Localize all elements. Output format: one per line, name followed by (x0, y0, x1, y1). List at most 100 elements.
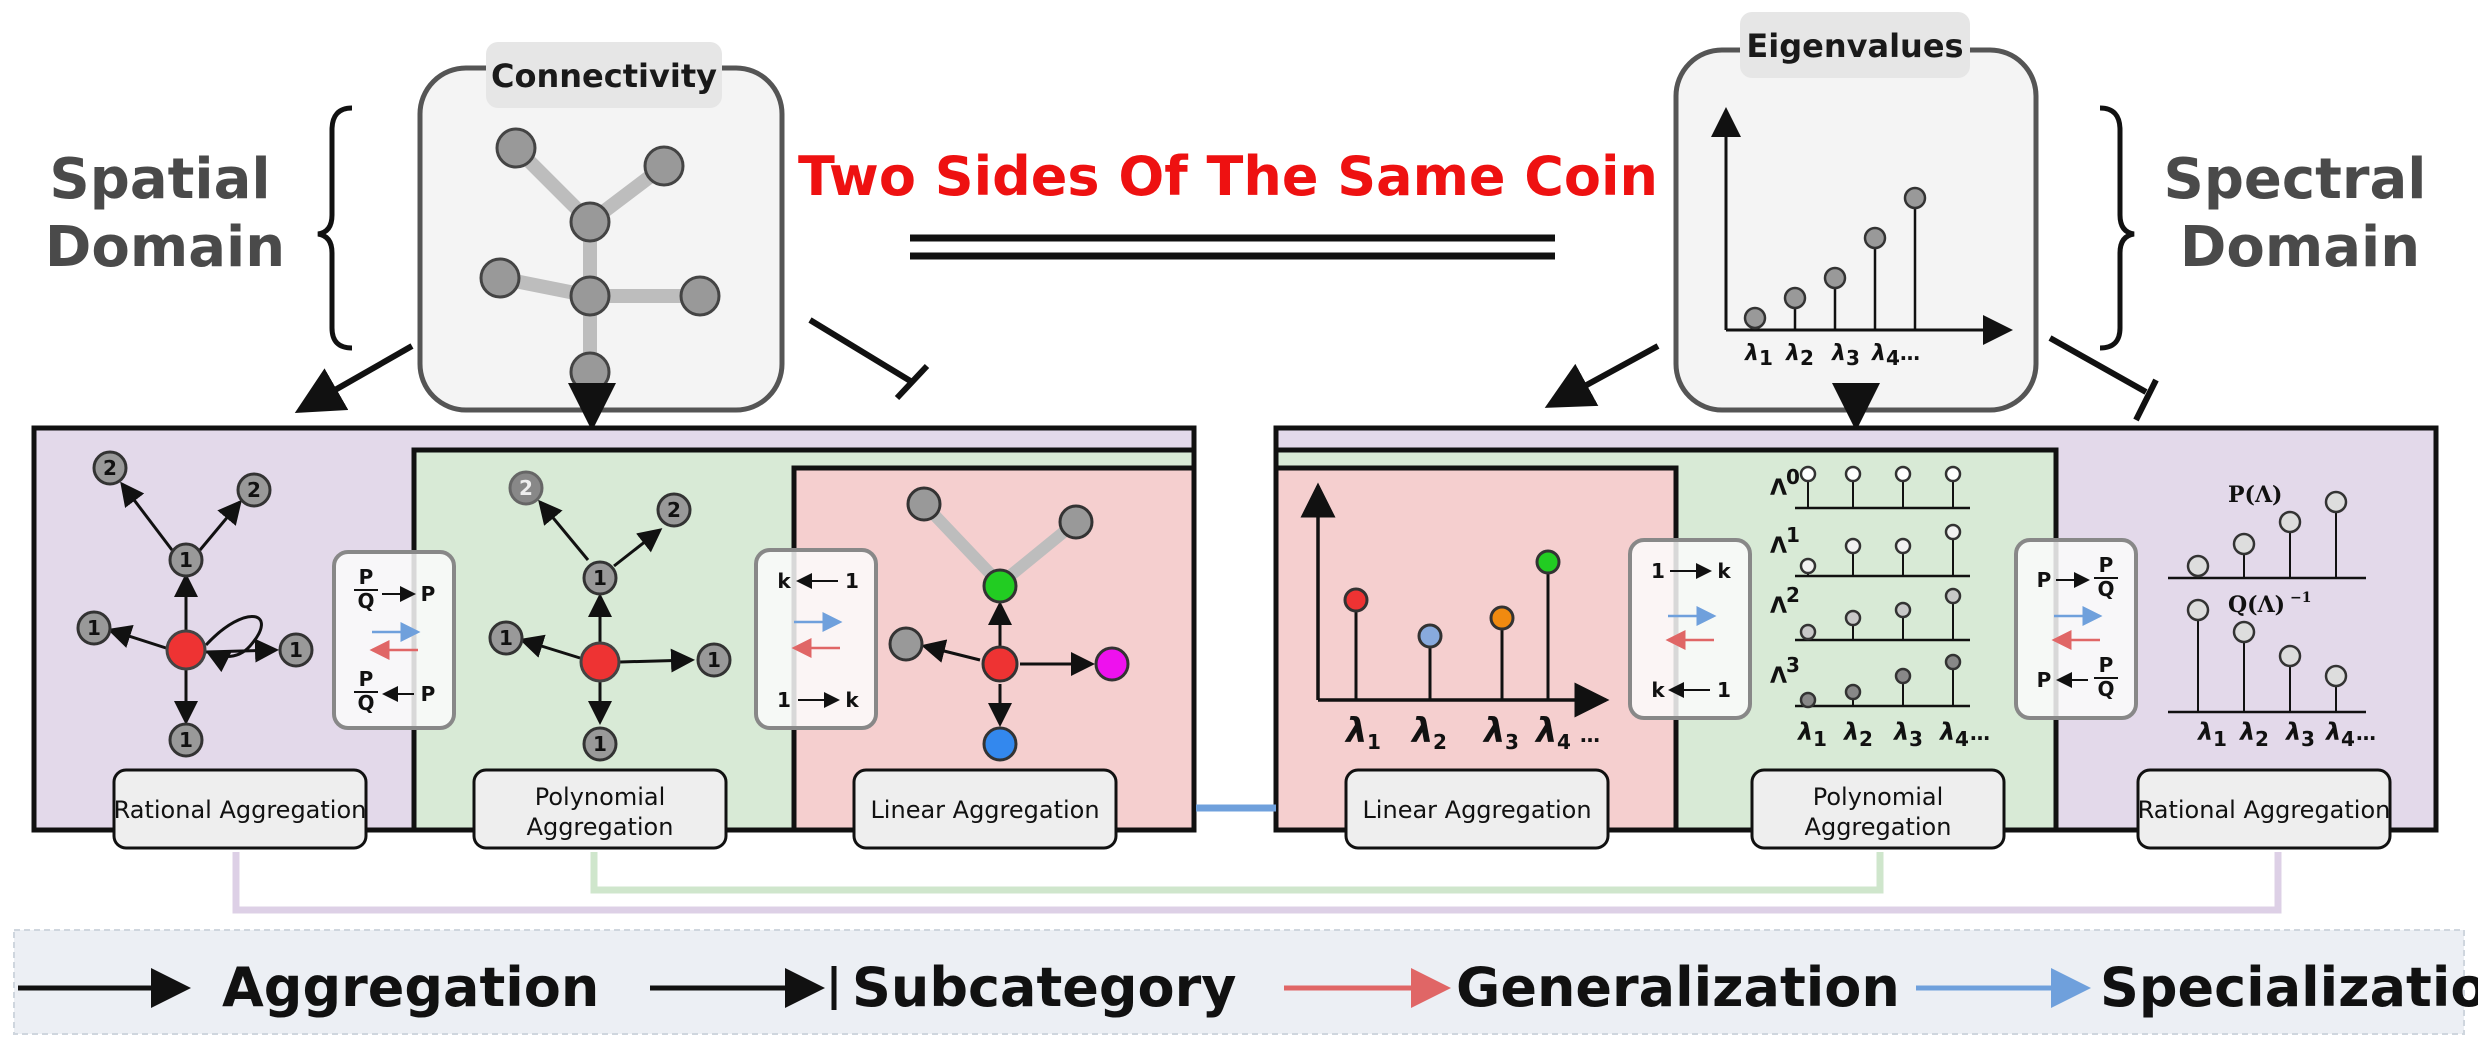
p-of-lambda: P(Λ) (2228, 482, 2282, 508)
top-subcategory-arrows (294, 317, 2159, 443)
lin-s4: 4 (1557, 730, 1571, 754)
node-label: 1 (179, 548, 193, 572)
node-label: 1 (593, 566, 607, 590)
t-p: P (359, 667, 374, 691)
rat-s1: 1 (2213, 727, 2227, 751)
spatial-label-line2: Domain (45, 215, 285, 280)
rat-s4: 4 (2341, 727, 2355, 751)
legend-generalization-label: Generalization (1456, 956, 1900, 1019)
rat-s2: 2 (2255, 727, 2269, 751)
spatial-aggregation-boxes: Rational Aggregation Polynomial Aggregat… (112, 768, 1118, 850)
lin-l1: λ (1344, 711, 1368, 751)
lin-s3: 3 (1505, 730, 1519, 754)
pow3: 3 (1786, 653, 1800, 677)
rat-l3: λ (2284, 718, 2301, 746)
eigenvalues-box: Eigenvalues λ λ λ λ 1 2 3 4 (1673, 12, 2039, 413)
t-p: P (421, 582, 436, 606)
pow0: 0 (1786, 465, 1800, 489)
spatial-poly-agg-label-1: Polynomial (535, 783, 666, 811)
spatial-rational-agg-box (112, 768, 368, 850)
lin-s2: 2 (1433, 730, 1447, 754)
eig-s2: 2 (1800, 346, 1814, 370)
t-1: 1 (1651, 559, 1665, 583)
eig-l3: λ (1831, 341, 1846, 366)
t-k: k (777, 569, 791, 593)
main-title: Two Sides Of The Same Coin (798, 145, 1658, 208)
lin-ellipsis: … (1580, 723, 1600, 747)
t-p: P (2099, 553, 2114, 577)
lin-l3: λ (1482, 711, 1506, 751)
t-p: P (359, 565, 374, 589)
t-k: k (1651, 678, 1665, 702)
t-p: P (2099, 653, 2114, 677)
lin-l2: λ (1410, 711, 1434, 751)
correspondence-connectors (232, 804, 2282, 914)
connectivity-tab-label: Connectivity (491, 57, 717, 95)
spectral-rational-plot: P(Λ) Q(Λ) −1 λ λ λ λ 1 2 3 (2168, 482, 2376, 751)
connectivity-tab (486, 42, 722, 108)
t-1: 1 (777, 688, 791, 712)
lin-l4: λ (1534, 711, 1558, 751)
spatial-rational-agg-label: Rational Aggregation (114, 796, 367, 824)
eig-s3: 3 (1846, 346, 1860, 370)
eig-l2: λ (1785, 341, 1800, 366)
eig-l4: λ (1871, 341, 1886, 366)
spatial-linear-agg-box (852, 768, 1118, 850)
rat-l4: λ (2324, 718, 2341, 746)
node-label: 2 (667, 498, 681, 522)
t-1: 1 (1717, 678, 1731, 702)
connectivity-graph-nodes (479, 127, 721, 393)
spatial-transform-rational-poly: P Q P P Q P (332, 550, 456, 730)
t-k: k (1717, 559, 1731, 583)
poly-s1: 1 (1813, 727, 1827, 751)
node-label: 1 (289, 638, 303, 662)
poly-ellipsis: … (1970, 721, 1990, 745)
eig-ellipsis: … (1900, 341, 1920, 365)
t-p: P (2037, 568, 2052, 592)
spectral-rational-agg-label: Rational Aggregation (2138, 796, 2391, 824)
spatial-linear-graph (888, 486, 1130, 762)
spatial-poly-agg-label-2: Aggregation (527, 813, 674, 841)
node-label: 2 (519, 476, 533, 500)
legend-aggregation-label: Aggregation (222, 956, 599, 1019)
poly-l3: λ (1892, 718, 1909, 746)
poly-l4: λ (1938, 718, 1955, 746)
spectral-linear-plot: λ λ λ λ 1 2 3 4 … (1300, 482, 1610, 754)
spatial-linear-agg-label: Linear Aggregation (870, 796, 1099, 824)
spectral-linear-agg-label: Linear Aggregation (1362, 796, 1591, 824)
t-1: 1 (845, 569, 859, 593)
spectral-poly-agg-box (1750, 768, 2006, 850)
t-q: Q (357, 691, 374, 715)
eigenvalues-tab-label: Eigenvalues (1746, 27, 1963, 65)
spatial-polynomial-graph: 1 2 2 1 1 1 (488, 470, 732, 762)
lambda-cap: Λ (1770, 594, 1787, 619)
lambda-cap: Λ (1770, 534, 1787, 559)
spatial-label-line1: Spatial (49, 147, 270, 212)
spectral-label-line2: Domain (2180, 215, 2420, 280)
connectivity-box: Connectivity (417, 42, 785, 413)
spectral-linear-agg-box (1344, 768, 1610, 850)
rat-s3: 3 (2301, 727, 2315, 751)
spectral-label-line1: Spectral (2164, 147, 2427, 212)
poly-s3: 3 (1909, 727, 1923, 751)
legend-specialization-label: Specialization (2100, 956, 2478, 1019)
spectral-poly-agg-label-1: Polynomial (1813, 783, 1944, 811)
eig-s1: 1 (1759, 346, 1773, 370)
rat-ellipsis: … (2356, 721, 2376, 745)
node-label: 1 (499, 626, 513, 650)
eig-l1: λ (1744, 341, 1759, 366)
t-q: Q (2097, 577, 2114, 601)
lambda-cap: Λ (1770, 664, 1787, 689)
spatial-brace (317, 105, 353, 351)
node-label: 1 (179, 728, 193, 752)
spatial-rational-graph: 1 2 2 1 1 1 (76, 450, 314, 758)
node-label: 2 (247, 478, 261, 502)
legend-bar: Aggregation Subcategory Generalization S… (13, 929, 2478, 1035)
node-label: 2 (103, 456, 117, 480)
pow1: 1 (1786, 523, 1800, 547)
spatial-poly-agg-box (472, 768, 728, 850)
legend-subcategory-label: Subcategory (852, 956, 1236, 1019)
spectral-transform-linear-poly: 1 k k 1 (1628, 538, 1752, 720)
poly-l1: λ (1796, 718, 1813, 746)
